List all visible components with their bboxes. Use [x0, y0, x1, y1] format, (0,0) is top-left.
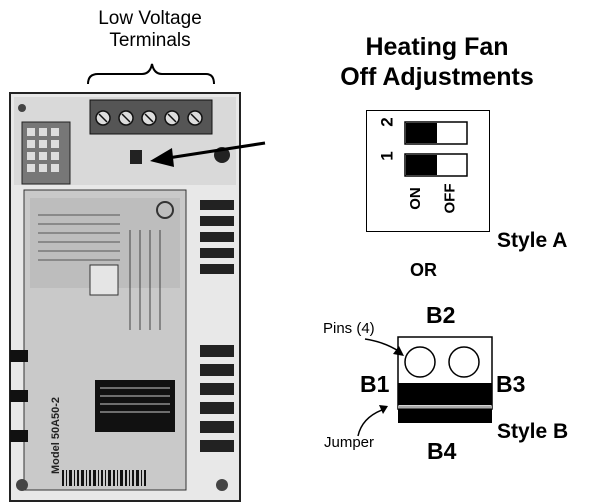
terminals-brace [87, 63, 215, 85]
pin-right [448, 346, 480, 378]
style-b-b3-label: B3 [496, 371, 526, 397]
pins-label: Pins (4) [323, 320, 375, 337]
style-b-b1-label: B1 [360, 371, 390, 397]
style-b-b2-label: B2 [426, 302, 456, 328]
pin-left [404, 346, 436, 378]
page-title: Heating Fan Off Adjustments [292, 32, 582, 92]
board-dip-switch [130, 150, 142, 164]
style-b-b4-label: B4 [427, 438, 457, 464]
terminals-caption-line1: Low Voltage [98, 8, 202, 29]
title-line1: Heating Fan [365, 33, 509, 61]
barcode [62, 470, 146, 486]
style-b-label: Style B [497, 420, 569, 443]
style-b-jumper-lower [398, 409, 492, 423]
terminals-caption: Low Voltage Terminals [60, 8, 240, 52]
style-b-jumper-graphics [397, 336, 493, 415]
jumper-label: Jumper [324, 434, 375, 451]
style-a-switch-graphics [404, 121, 468, 177]
terminals-caption-line2: Terminals [109, 30, 191, 51]
title-line2: Off Adjustments [340, 63, 534, 91]
or-label: OR [410, 260, 437, 280]
pointer-arrow [167, 141, 266, 160]
jumper-block-top [398, 383, 492, 405]
style-a-label: Style A [497, 229, 568, 252]
